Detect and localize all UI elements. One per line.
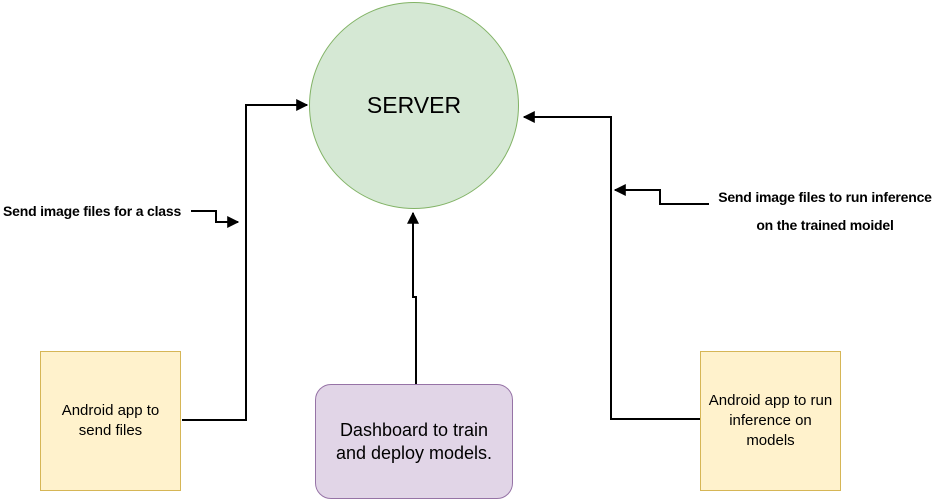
caption-send-files-for-class: Send image files for a class [3, 203, 182, 219]
android-send-files-label: Android app to send files [61, 402, 160, 439]
android-inference-node: Android app to run inference on models [700, 351, 841, 491]
server-label: SERVER [366, 92, 462, 118]
server-node: SERVER [309, 2, 519, 209]
edge-dashboard-to-server [407, 211, 419, 384]
caption-run-inference: Send image files to run inference on the… [718, 189, 932, 233]
edge-app-send-to-server [182, 99, 309, 421]
android-inference-label: Android app to run inference on models [708, 392, 833, 449]
edge-right-caption-pointer [613, 184, 709, 205]
dashboard-label: Dashboard to train and deploy models. [335, 419, 493, 463]
dashboard-node: Dashboard to train and deploy models. [315, 384, 513, 499]
android-send-files-node: Android app to send files [40, 351, 181, 491]
edge-left-caption-pointer [191, 210, 240, 228]
edge-app-inference-to-server [522, 111, 700, 420]
